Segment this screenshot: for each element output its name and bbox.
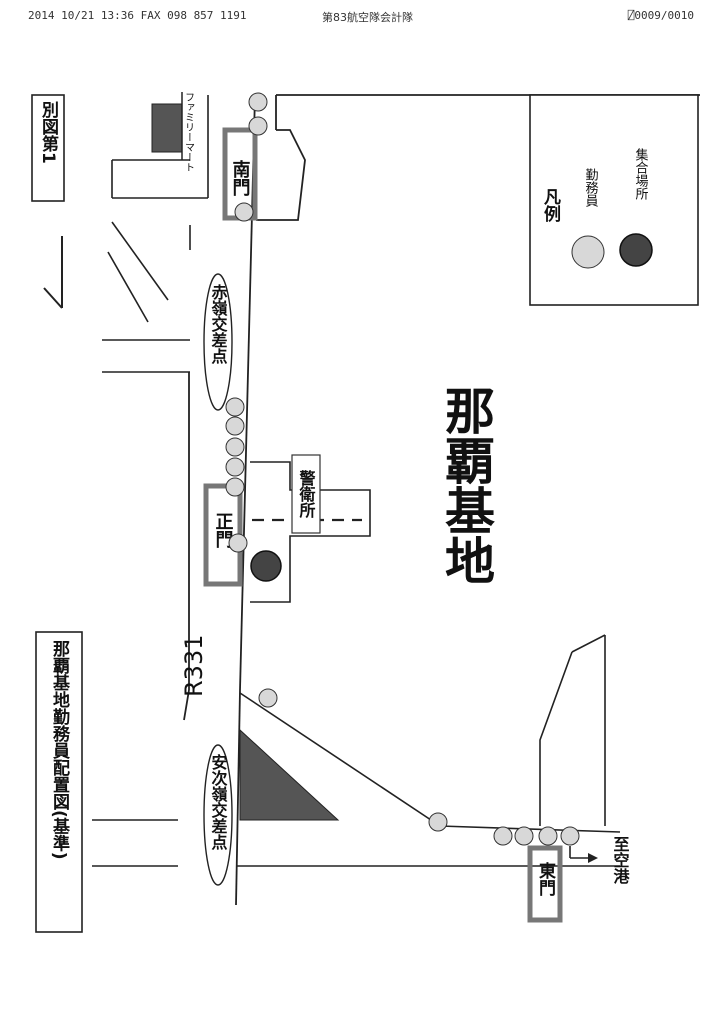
legend-assembly-label: 集合場所 [633, 147, 649, 200]
staff-marker [428, 812, 448, 832]
road-label: R331 [180, 635, 208, 697]
legend-assembly-icon [619, 233, 653, 267]
staff-marker [225, 437, 245, 457]
staff-marker [248, 92, 268, 112]
assembly-point-marker [250, 550, 282, 582]
east-gate[interactable]: 東門 [527, 845, 563, 923]
staff-marker [560, 826, 580, 846]
legend: 凡例 勤務員 集合場所 [529, 94, 699, 306]
staff-marker [225, 416, 245, 436]
staff-marker [234, 202, 254, 222]
main-gate-label: 正門 [213, 512, 234, 548]
staff-marker [225, 477, 245, 497]
guard-post: 警衛所 [291, 454, 321, 534]
fax-header-left: 2014 10/21 13:36 FAX 098 857 1191 [28, 9, 247, 22]
staff-marker [228, 533, 248, 553]
legend-staff-icon [571, 235, 605, 269]
title-box: 那覇基地勤務員配置図(基準) [35, 631, 83, 933]
east-gate-label: 東門 [535, 861, 556, 897]
staff-marker [258, 688, 278, 708]
legend-title: 凡例 [540, 188, 561, 222]
legend-staff-label: 勤務員 [583, 168, 599, 207]
east-boundary [539, 634, 606, 826]
staff-marker [225, 457, 245, 477]
intersection-ashimine: 安次嶺交差点 [203, 744, 233, 886]
side-roads [102, 95, 209, 373]
south-gate-label: 南門 [230, 159, 251, 196]
staff-marker [538, 826, 558, 846]
family-mart: ファミリーマート [151, 92, 194, 172]
airport-direction-label: 至空港 [611, 836, 630, 885]
guard-post-label: 警衛所 [297, 469, 317, 519]
fax-header-right: ⍁0009/0010 [627, 9, 694, 22]
staff-marker [514, 826, 534, 846]
intersection-akamine: 赤嶺交差点 [203, 273, 233, 411]
figure-label-box: 別図第1 [31, 94, 65, 202]
base-name: 那覇基地 [437, 385, 495, 585]
fax-header-center: 第83航空隊会計隊 [322, 11, 413, 24]
svg-text:赤嶺交差点: 赤嶺交差点 [209, 283, 228, 365]
guard-post-area [250, 461, 371, 603]
svg-text:那覇基地勤務員配置図(基準): 那覇基地勤務員配置図(基準) [49, 640, 71, 860]
svg-text:別図第1: 別図第1 [38, 101, 60, 164]
family-mart-label: ファミリーマート [183, 92, 194, 172]
staff-markers [225, 92, 580, 846]
north-arrow-icon [43, 236, 63, 309]
staff-marker [248, 116, 268, 136]
staff-marker [225, 397, 245, 417]
svg-text:安次嶺交差点: 安次嶺交差点 [209, 753, 228, 851]
staff-marker [493, 826, 513, 846]
triangle-plot [239, 728, 340, 821]
airport-arrow-icon [569, 846, 598, 863]
